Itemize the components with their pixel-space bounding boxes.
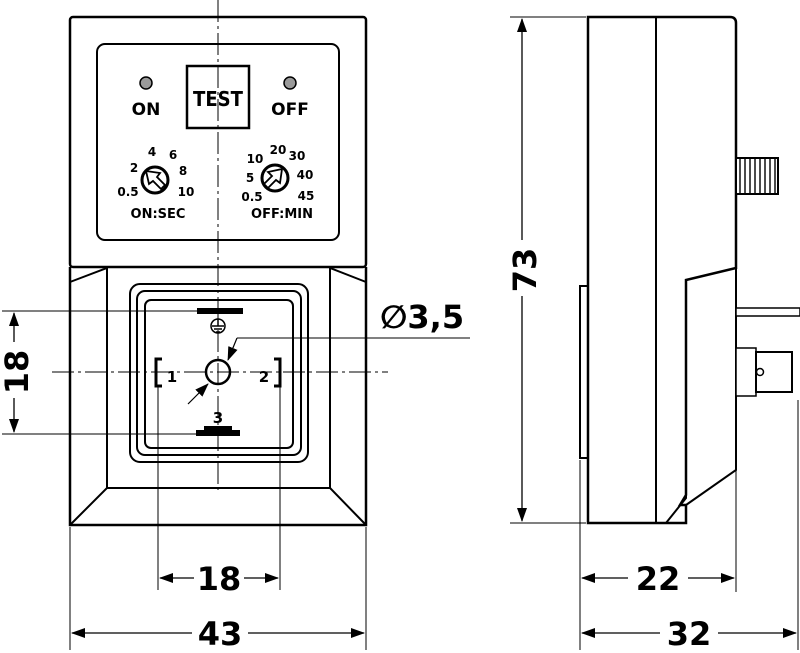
on-dial-tick: 2: [130, 161, 138, 175]
side-body-outline: [586, 15, 738, 525]
side-front-lip: [579, 285, 589, 459]
dim-front-width: 43: [198, 615, 243, 653]
side-body-rear-curve: [665, 280, 687, 524]
off-dial-tick: 0.5: [241, 190, 262, 204]
on-led-icon: [139, 76, 153, 90]
pin-3-label: 3: [213, 409, 223, 427]
off-led-icon: [283, 76, 297, 90]
off-dial-tick: 10: [247, 152, 264, 166]
dim-hole-diameter: ∅3,5: [380, 298, 464, 336]
side-view: [579, 15, 800, 525]
socket-middle-frame: [136, 290, 302, 456]
socket-body-bevel-left: [69, 266, 108, 526]
on-dial-tick: 0.5: [117, 185, 138, 199]
side-plug-pin-main: [735, 347, 793, 397]
on-time-dial[interactable]: 0.5 2 4 6 8 10 ON:SEC: [117, 145, 194, 222]
pin-2-contact: [274, 357, 282, 388]
front-dimensions: 18 ∅3,5 18 43: [0, 298, 470, 653]
off-dial-tick: 40: [297, 168, 314, 182]
on-dial-tick: 8: [179, 164, 187, 178]
side-dimensions: 73 22 32: [506, 16, 799, 653]
socket-outer-frame: [129, 283, 309, 463]
dim-height: 73: [506, 248, 544, 293]
dim-pin-spacing-vertical: 18: [0, 350, 36, 395]
pin-1-label: 1: [167, 368, 177, 386]
on-dial-tick: 10: [178, 185, 195, 199]
side-knurled-dial-icon[interactable]: [735, 157, 779, 195]
dim-side-depth-body: 22: [636, 560, 681, 598]
off-label: OFF: [271, 100, 309, 120]
on-dial-caption: ON:SEC: [131, 207, 186, 222]
off-dial-pointer-icon: [262, 167, 284, 190]
off-dial-tick: 20: [270, 143, 287, 157]
on-dial-tick: 4: [148, 145, 156, 159]
hole-leader-upper: [227, 337, 238, 361]
side-body-rear-step: [685, 268, 737, 506]
pin-2-label: 2: [259, 368, 269, 386]
side-plug-pin-upper: [735, 307, 800, 317]
hole-leader-lower: [187, 383, 209, 405]
on-dial-pointer-icon: [144, 169, 167, 191]
off-dial-caption: OFF:MIN: [251, 207, 313, 222]
socket-body-outline: [68, 267, 368, 527]
on-dial-tick: 6: [169, 148, 177, 162]
socket-body-bevel-right: [329, 266, 367, 526]
front-view: ON OFF TEST 0.5 2 4 6 8 10 ON:SEC 0.5 5 …: [68, 15, 368, 527]
on-label: ON: [132, 100, 161, 120]
socket-inner-face: [144, 299, 294, 449]
off-dial-tick: 45: [298, 189, 315, 203]
off-dial-tick: 30: [289, 149, 306, 163]
dim-pin-spacing-horizontal: 18: [197, 560, 242, 598]
dim-side-depth-total: 32: [667, 615, 712, 653]
off-time-dial[interactable]: 0.5 5 10 20 30 40 45 OFF:MIN: [241, 143, 314, 222]
off-dial-tick: 5: [246, 171, 254, 185]
